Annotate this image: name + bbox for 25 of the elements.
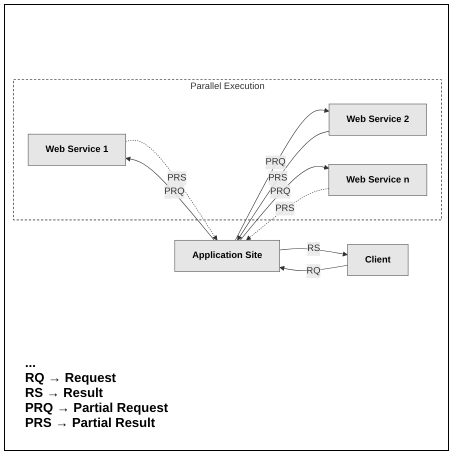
edge-label: PRQ bbox=[270, 186, 290, 196]
arrow bbox=[240, 164, 330, 241]
legend-text: PRS → Partial Result bbox=[25, 415, 156, 430]
edge-label: PRS bbox=[275, 203, 294, 214]
node-box: Application Site bbox=[174, 240, 280, 272]
node-box: Web Service 1 bbox=[28, 134, 126, 166]
arrow bbox=[125, 140, 218, 241]
arrow bbox=[279, 265, 348, 272]
node-box: Client bbox=[347, 244, 408, 276]
edge-label: PRS bbox=[167, 173, 186, 183]
legend-text: RQ → Request bbox=[25, 370, 118, 385]
arrow bbox=[237, 131, 330, 241]
arrow bbox=[125, 156, 215, 241]
legend-text: ... bbox=[25, 355, 37, 370]
edge-label: PRS bbox=[268, 172, 288, 183]
edge-label: RQ bbox=[306, 266, 320, 276]
node-box: Web Service n bbox=[328, 164, 428, 196]
edge-label: PRQ bbox=[164, 186, 184, 197]
arrow bbox=[246, 188, 330, 241]
node-box: Web Service 2 bbox=[328, 104, 427, 136]
edge-label: RS bbox=[307, 244, 320, 254]
legend-text: PRQ → Partial Request bbox=[25, 400, 168, 415]
edge-label: PRQ bbox=[266, 157, 286, 168]
arrow bbox=[235, 108, 330, 241]
legend-text: RS → Result bbox=[25, 385, 104, 400]
